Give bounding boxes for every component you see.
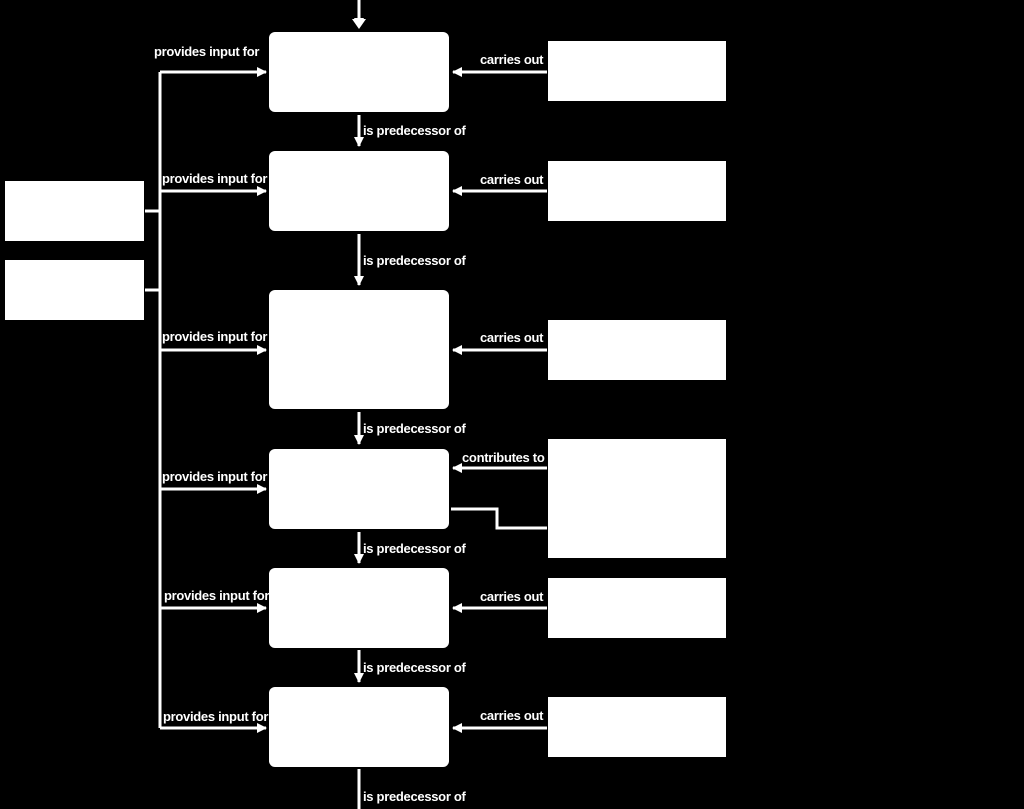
label-provides-input-for: provides input for	[163, 709, 269, 724]
connector-elbow	[451, 507, 547, 530]
actor-box-6	[548, 697, 726, 757]
label-is-predecessor-of: is predecessor of	[363, 541, 466, 556]
label-provides-input-for: provides input for	[164, 588, 270, 603]
label-is-predecessor-of: is predecessor of	[363, 789, 466, 804]
actor-box-5	[548, 578, 726, 638]
label-provides-input-for: provides input for	[162, 329, 268, 344]
label-carries-out: carries out	[480, 172, 544, 187]
process-box-3	[269, 290, 449, 409]
process-box-4	[269, 449, 449, 529]
label-provides-input-for: provides input for	[162, 469, 268, 484]
label-provides-input-for: provides input for	[154, 44, 260, 59]
label-carries-out: carries out	[480, 589, 544, 604]
label-is-predecessor-of: is predecessor of	[363, 253, 466, 268]
process-box-1	[269, 32, 449, 112]
actor-box-2	[548, 161, 726, 221]
label-carries-out: carries out	[480, 52, 544, 67]
actor-box-3	[548, 320, 726, 380]
label-carries-out: carries out	[480, 330, 544, 345]
arrowhead-top-in	[352, 19, 366, 29]
label-is-predecessor-of: is predecessor of	[363, 421, 466, 436]
label-carries-out: carries out	[480, 708, 544, 723]
label-provides-input-for: provides input for	[162, 171, 268, 186]
input-box-2	[5, 260, 144, 320]
label-is-predecessor-of: is predecessor of	[363, 123, 466, 138]
process-box-5	[269, 568, 449, 648]
label-is-predecessor-of: is predecessor of	[363, 660, 466, 675]
input-box-1	[5, 181, 144, 241]
actor-box-1	[548, 41, 726, 101]
actor-box-4	[548, 439, 726, 558]
process-box-6	[269, 687, 449, 767]
process-box-2	[269, 151, 449, 231]
label-contributes-to: contributes to	[462, 450, 545, 465]
